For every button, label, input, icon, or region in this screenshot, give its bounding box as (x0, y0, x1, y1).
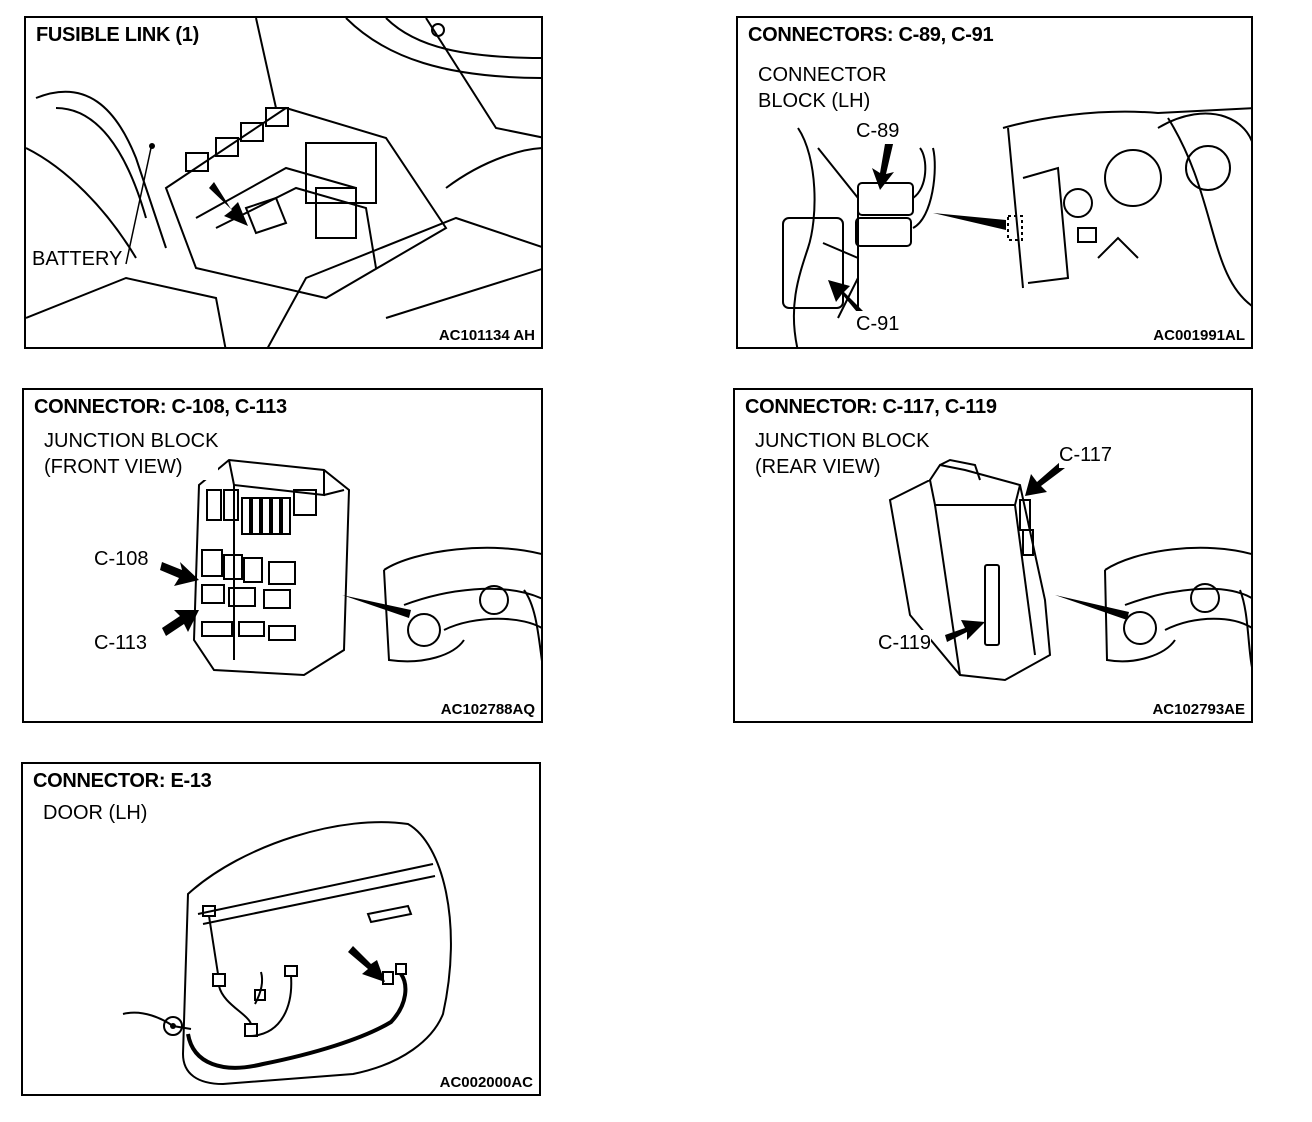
panel-title: FUSIBLE LINK (1) (36, 24, 203, 47)
battery-label: BATTERY (32, 246, 123, 272)
junction-block-label: JUNCTION BLOCK (REAR VIEW) (755, 428, 930, 480)
figure-code: AC101134 AH (438, 327, 535, 344)
panel-connectors-c108-c113: CONNECTOR: C-108, C-113 JUNCTION BLOCK (… (22, 388, 543, 723)
panel-connectors-c117-c119: CONNECTOR: C-117, C-119 JUNCTION BLOCK (… (733, 388, 1253, 723)
figure-code: AC102788AQ (440, 701, 535, 718)
junction-block-rear-illustration (888, 458, 1251, 682)
junction-block-label: JUNCTION BLOCK (FRONT VIEW) (44, 428, 219, 480)
panel-title: CONNECTOR: E-13 (33, 770, 216, 793)
figure-code: AC002000AC (439, 1074, 533, 1091)
panel-connector-e13: CONNECTOR: E-13 DOOR (LH) AC002000AC (21, 762, 541, 1096)
fusible-link-illustration (26, 18, 541, 347)
figure-code: AC001991AL (1153, 327, 1245, 344)
junction-block-front-illustration (160, 458, 541, 677)
door-label: DOOR (LH) (43, 800, 148, 826)
c119-label: C-119 (878, 630, 931, 656)
connector-block-label: CONNECTOR BLOCK (LH) (758, 64, 887, 112)
panel-connectors-c89-c91: CONNECTORS: C-89, C-91 CONNECTOR BLOCK (… (736, 16, 1253, 349)
door-harness-illustration (122, 821, 452, 1086)
c91-label: C-91 (856, 311, 900, 337)
c89-label: C-89 (856, 118, 900, 144)
panel-title: CONNECTOR: C-108, C-113 (34, 396, 291, 419)
panel-title: CONNECTORS: C-89, C-91 (748, 24, 998, 47)
panel-fusible-link: FUSIBLE LINK (1) BATTERY AC101134 AH (24, 16, 543, 349)
c117-label: C-117 (1059, 442, 1112, 468)
c108-label: C-108 (94, 546, 149, 572)
figure-code: AC102793AE (1152, 701, 1245, 718)
panel-title: CONNECTOR: C-117, C-119 (745, 396, 1001, 419)
connector-block-illustration (782, 107, 1251, 347)
c113-label: C-113 (94, 630, 147, 656)
